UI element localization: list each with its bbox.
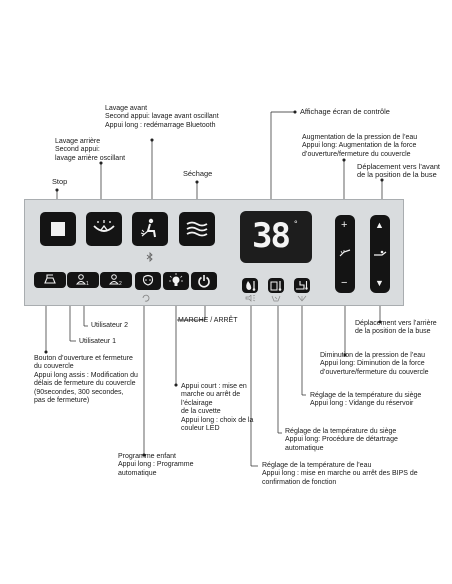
label-lavage-arriere: Lavage arrière Second appui: lavage arri… (55, 138, 126, 162)
nozzle-backward-button[interactable]: ▼ (375, 278, 384, 288)
svg-text:2: 2 (119, 281, 122, 287)
seat-heat-icon (296, 281, 308, 290)
label-sechage: Séchage (183, 169, 213, 178)
label-temp-siege-1: Réglage de la température du siège Appui… (310, 392, 422, 408)
child-program-icon (142, 274, 154, 286)
descale-icon (271, 295, 281, 302)
light-bulb-icon (169, 273, 183, 286)
seat-temp-icon (270, 281, 282, 291)
stop-square-icon (51, 222, 65, 236)
user-2-button[interactable]: 2 (100, 272, 132, 288)
power-icon (198, 275, 210, 288)
user-1-icon: 1 (75, 274, 89, 287)
pressure-plus-button[interactable]: + (341, 219, 348, 231)
label-utilisateur-1: Utilisateur 1 (79, 338, 116, 345)
display-value: 38 (252, 216, 291, 256)
dryer-button[interactable] (179, 212, 215, 246)
svg-text:1: 1 (86, 281, 89, 287)
label-stop: Stop (52, 177, 68, 186)
light-button[interactable] (163, 272, 189, 290)
label-augmentation: Augmentation de la pression de l’eau App… (302, 134, 418, 158)
label-lavage-avant: Lavage avant Second appui: lavage avant … (105, 105, 219, 129)
display-unit: ° (294, 219, 298, 229)
water-temp-button[interactable] (242, 278, 258, 293)
pressure-minus-button[interactable]: − (341, 277, 348, 289)
lid-button[interactable] (34, 272, 66, 288)
dryer-icon (186, 221, 208, 237)
beep-sub-icon (245, 295, 256, 302)
stop-button[interactable] (40, 212, 76, 246)
child-program-button[interactable] (135, 272, 161, 290)
lid-icon (44, 274, 56, 284)
user-1-button[interactable]: 1 (67, 272, 99, 288)
label-diminution: Diminution de la pression de l’eau Appui… (320, 352, 429, 376)
nozzle-position-icon (374, 250, 387, 256)
label-appui-court: Appui court : mise en marche ou arrêt de… (181, 383, 254, 433)
label-affichage: Affichage écran de contrôle (300, 107, 390, 116)
label-deplacement-avant: Déplacement vers l’avant de la position … (357, 162, 440, 180)
nozzle-slider[interactable]: ▲ ▼ (370, 215, 390, 293)
label-deplacement-arriere: Déplacement vers l’arrière de la positio… (355, 320, 437, 336)
rear-wash-button[interactable] (86, 212, 122, 246)
rear-wash-icon (93, 220, 115, 232)
label-marche-arret: MARCHE / ARRÊT (178, 317, 238, 324)
label-temp-siege-2: Réglage de la température du siège Appui… (285, 428, 398, 452)
drain-icon (297, 295, 307, 302)
nozzle-forward-button[interactable]: ▲ (375, 220, 384, 230)
label-bouton-ouverture: Bouton d’ouverture et fermeture du couve… (34, 355, 138, 405)
child-program-sub-icon (142, 294, 150, 302)
label-programme-enfant: Programme enfant Appui long : Programme … (118, 453, 194, 477)
water-temp-icon (246, 281, 256, 291)
pressure-slider[interactable]: + − (335, 215, 355, 293)
seat-temp-2-button[interactable] (294, 278, 310, 293)
front-wash-icon (140, 218, 156, 238)
label-utilisateur-2: Utilisateur 2 (91, 322, 128, 329)
pressure-icon (339, 249, 351, 257)
power-button[interactable] (191, 272, 217, 290)
front-wash-button[interactable] (132, 212, 168, 246)
label-temp-eau: Réglage de la température de l’eau Appui… (262, 462, 418, 486)
user-2-icon: 2 (108, 274, 122, 287)
bluetooth-icon (146, 252, 153, 262)
seat-temp-button[interactable] (268, 278, 284, 293)
control-display: 38 ° (240, 211, 312, 263)
